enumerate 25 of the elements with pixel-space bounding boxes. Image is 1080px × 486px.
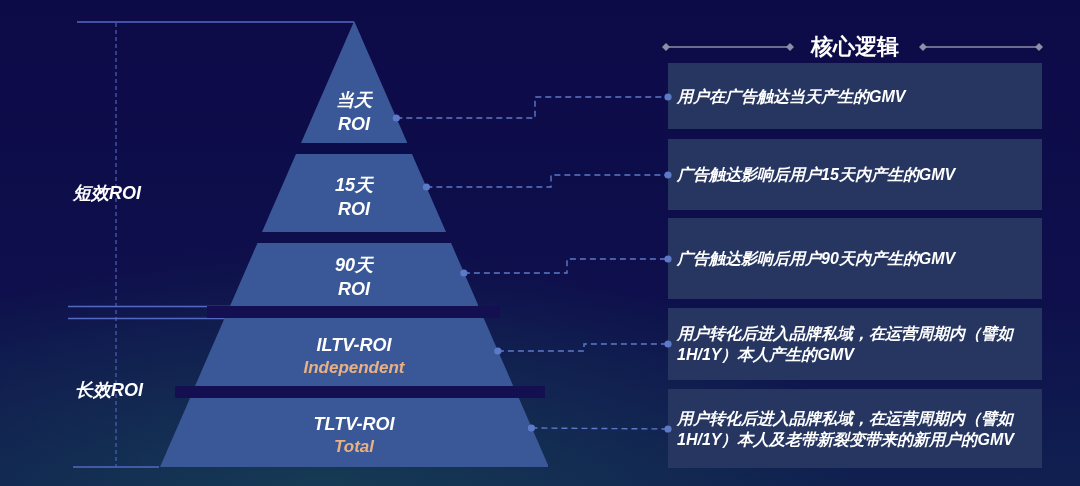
tier-label: 当天 ROI xyxy=(336,89,372,136)
description-text: 用户在广告触达当天产生的GMV xyxy=(677,86,908,107)
range-label: 长效ROI xyxy=(75,379,143,402)
description-text: 用户转化后进入品牌私域，在运营周期内（譬如1H/1Y）本人产生的GMV xyxy=(677,324,1015,365)
range-label: 短效ROI xyxy=(73,182,141,205)
description-text: 广告触达影响后用户90天内产生的GMV xyxy=(677,249,957,269)
description-box xyxy=(668,389,1042,468)
tier-label: ILTV-ROI xyxy=(316,334,392,357)
tier-label: TLTV-ROI xyxy=(313,413,395,436)
section-title: 核心逻辑 xyxy=(811,34,899,60)
connector xyxy=(527,424,672,433)
connector xyxy=(422,171,672,191)
tier-sublabel: Total xyxy=(334,436,374,458)
connector xyxy=(494,340,672,355)
description-box xyxy=(668,308,1042,380)
description-box xyxy=(668,63,1042,129)
description-text: 用户转化后进入品牌私域，在运营周期内（譬如1H/1Y）本人及老带新裂变带来的新用户的GMV xyxy=(677,408,1016,450)
tier-label: 90天 ROI xyxy=(334,254,373,301)
connector xyxy=(392,93,672,122)
tier-label: 15天 ROI xyxy=(334,174,373,221)
description-box xyxy=(668,218,1042,299)
tier-sublabel: Independent xyxy=(303,357,405,379)
description-text: 广告触达影响后用户15天内产生的GMV xyxy=(677,165,957,185)
connector xyxy=(460,255,672,277)
description-box xyxy=(668,139,1042,210)
